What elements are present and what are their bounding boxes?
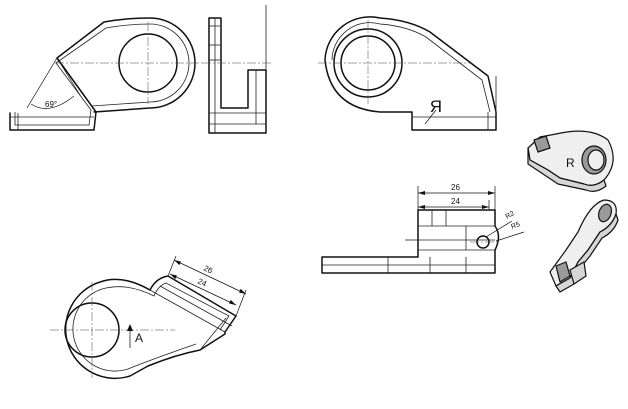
iso-dim-24-label: 24 <box>196 277 208 289</box>
dim-26-arrow-right <box>488 191 495 195</box>
rear-view-outline <box>324 16 497 131</box>
dim-24-arrow-right <box>482 205 489 209</box>
iso-dim-24-line <box>169 273 237 306</box>
iso-dim-ext-1 <box>167 255 177 277</box>
edge-view-outline <box>208 17 267 134</box>
isometric-inner-outline <box>72 282 230 372</box>
isometric-edge-1 <box>149 289 226 333</box>
isometric-edge-3 <box>199 317 227 351</box>
isometric-edge-2 <box>159 285 233 327</box>
render-top-bore-inner <box>587 149 605 171</box>
view-marker-label: A <box>135 331 143 345</box>
dim-24-arrow-left <box>418 205 425 209</box>
render-bottom-bore <box>597 203 613 223</box>
side-section-outline <box>321 209 500 274</box>
side-section-view: 26 24 R2 R5 <box>321 183 525 274</box>
radius-r5-leader <box>495 231 525 242</box>
render-bottom <box>549 199 619 293</box>
front-view-inner-outline <box>14 23 190 126</box>
dim-24-label: 24 <box>451 197 460 206</box>
render-bottom-foot <box>569 261 587 285</box>
isometric-outline <box>64 275 237 380</box>
render-top-side <box>527 147 607 192</box>
rear-view-engrave-leader <box>424 109 437 125</box>
angle-leg-left <box>26 57 58 109</box>
render-top-engraved-letter: R <box>566 156 575 170</box>
dim-26-arrow-left <box>418 191 425 195</box>
front-view-outline <box>9 17 196 131</box>
render-bottom-side <box>555 213 619 293</box>
edge-view <box>202 5 272 134</box>
angle-arc <box>30 95 75 109</box>
rear-view-engraved-letter: R <box>430 97 442 116</box>
rear-view-inner-outline <box>331 22 491 113</box>
view-marker-arrow <box>127 324 133 331</box>
iso-dim-26-label: 26 <box>202 264 214 276</box>
radius-r2-label: R2 <box>505 210 516 221</box>
front-view: 69° <box>9 17 202 131</box>
iso-dim-24-arrow-right <box>229 299 236 305</box>
rear-view: R <box>318 16 497 131</box>
angle-leg-right <box>56 57 81 96</box>
iso-dim-26-arrow-left <box>174 260 181 266</box>
iso-dim-26-line <box>173 259 247 295</box>
render-top-tab <box>533 135 551 153</box>
radius-r5-label: R5 <box>510 221 521 231</box>
iso-dim-26-arrow-right <box>239 288 246 294</box>
angle-label: 69° <box>45 100 57 109</box>
iso-dim-24-arrow-left <box>170 274 177 280</box>
iso-dim-ext-2 <box>235 289 247 317</box>
dim-26-label: 26 <box>451 183 460 192</box>
radius-r2-leader <box>485 220 513 238</box>
isometric-view: 26 24 A <box>50 255 247 380</box>
render-top: R <box>527 130 614 192</box>
render-bottom-tab <box>555 261 571 283</box>
